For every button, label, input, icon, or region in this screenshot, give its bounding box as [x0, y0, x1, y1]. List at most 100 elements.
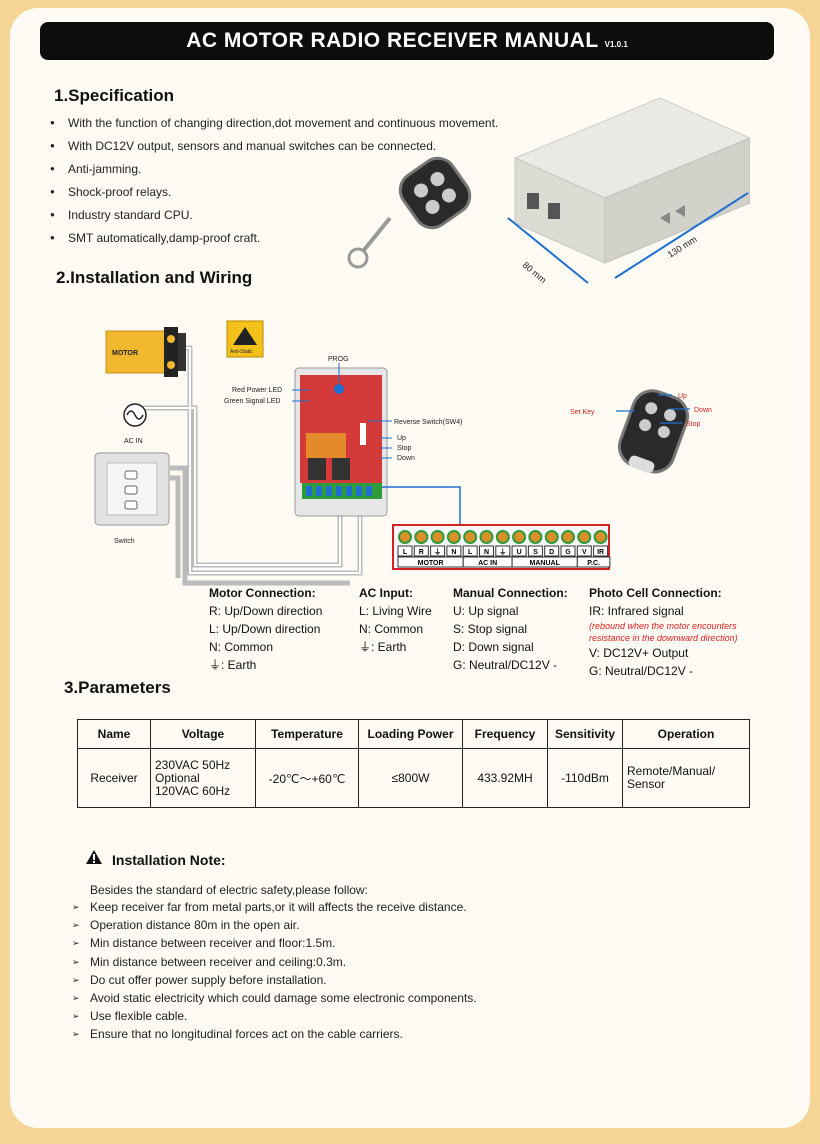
terminal-screw	[479, 530, 494, 544]
page-title: AC MOTOR RADIO RECEIVER MANUAL	[186, 29, 599, 52]
terminal-label: S	[533, 549, 538, 556]
terminal-label: N	[484, 549, 489, 556]
terminal-label: G	[565, 549, 571, 556]
voltage-line: 120VAC 60Hz	[155, 783, 231, 798]
width-dimension-label: 80 mm	[521, 260, 549, 285]
board-up-label: Up	[397, 435, 406, 442]
red-led-label: Red Power LED	[232, 387, 282, 394]
installation-heading: 2.Installation and Wiring	[56, 268, 253, 287]
product-illustration: 80 mm 130 mm	[347, 97, 750, 285]
installation-note-heading: Installation Note:	[112, 852, 226, 868]
terminal-screw	[414, 530, 429, 544]
photo-cell-line: G: Neutral/DC12V -	[589, 664, 694, 678]
note-item: Operation distance 80m in the open air.	[72, 916, 477, 934]
operation-line: Sensor	[627, 777, 666, 791]
terminal-label: R	[419, 549, 424, 556]
terminal-screw	[495, 530, 510, 544]
column-header: Temperature	[255, 719, 359, 749]
terminal-screw	[430, 530, 445, 544]
terminal-label-box	[479, 545, 494, 557]
parameters-table: Name Voltage Temperature Loading Power F…	[77, 719, 750, 808]
manual-connection-line: D: Down signal	[453, 640, 534, 654]
terminal-label-box	[446, 545, 462, 557]
motor-connection-heading: Motor Connection:	[209, 586, 316, 600]
manual-connection-line: S: Stop signal	[453, 622, 528, 636]
remote-control-image	[617, 389, 689, 474]
photo-cell-note: (rebound when the motor encounters resis…	[589, 621, 738, 643]
switch-label: Switch	[114, 538, 135, 545]
set-key-label: Set Key	[570, 409, 595, 416]
terminal-label-box	[527, 545, 543, 557]
motor-connection-line: N: Common	[209, 640, 274, 654]
anti-static-icon: Anti-Static	[226, 320, 264, 358]
cell-frequency: 433.92MH	[462, 748, 548, 808]
spec-item: With the function of changing direction,…	[50, 114, 498, 137]
table-row: Receiver 230VAC 50Hz Optional 120VAC 60H…	[77, 748, 750, 808]
spec-item: With DC12V output, sensors and manual sw…	[50, 137, 498, 160]
manual-connection-line: G: Neutral/DC12V -	[453, 658, 558, 672]
photo-cell-line: IR: Infrared signal	[589, 604, 684, 618]
terminal-group-label: MOTOR	[418, 560, 444, 567]
installation-note-intro: Besides the standard of electric safety,…	[90, 883, 368, 897]
length-dimension-line	[614, 192, 749, 279]
note-item: Min distance between receiver and ceilin…	[72, 953, 477, 971]
motor-label: MOTOR	[112, 350, 138, 357]
manual-connection: Manual Connection: U: Up signal S: Stop …	[453, 584, 568, 674]
terminal-label-box	[593, 545, 609, 557]
board-down-label: Down	[397, 455, 415, 462]
specification-list: With the function of changing direction,…	[50, 114, 498, 252]
terminal-label: ⏚	[499, 548, 506, 556]
column-header: Name	[77, 719, 151, 749]
terminal-screw	[593, 530, 608, 544]
ac-input-line: ⏚: Earth	[359, 640, 407, 654]
table-header-row: Name Voltage Temperature Loading Power F…	[77, 719, 750, 749]
terminal-label-box	[462, 545, 478, 557]
cell-temperature: -20℃～+60℃	[255, 748, 359, 808]
spec-item: Industry standard CPU.	[50, 206, 498, 229]
cell-operation: Remote/Manual/ Sensor	[622, 748, 750, 808]
terminal-label-box	[576, 545, 592, 557]
installation-note-list: Keep receiver far from metal parts,or it…	[72, 898, 477, 1044]
motor-connection-line: R: Up/Down direction	[209, 604, 323, 618]
terminal-label-box	[397, 545, 413, 557]
terminal-group-label: MANUAL	[530, 560, 561, 567]
terminal-screw	[544, 530, 559, 544]
keychain-remote-image	[347, 156, 472, 269]
terminal-label-box	[560, 545, 576, 557]
terminal-label: L	[403, 549, 408, 556]
motor-connection-line: ⏚: Earth	[209, 658, 257, 672]
photo-cell-line: V: DC12V+ Output	[589, 646, 689, 660]
terminal-screw	[528, 530, 543, 544]
note-item: Avoid static electricity which could dam…	[72, 989, 477, 1007]
column-header: Loading Power	[358, 719, 463, 749]
remote-stop-label: Stop	[686, 421, 701, 428]
column-header: Voltage	[150, 719, 256, 749]
terminal-screw	[446, 530, 461, 544]
motor-connection-line: L: Up/Down direction	[209, 622, 321, 636]
version-label: V1.0.1	[604, 40, 628, 49]
width-dimension-line	[507, 217, 589, 284]
terminal-label: L	[468, 549, 473, 556]
cell-name: Receiver	[77, 748, 151, 808]
terminal-label: V	[582, 549, 587, 556]
ac-input-heading: AC Input:	[359, 586, 413, 600]
remote-down-label: Down	[694, 407, 712, 414]
cell-power: ≤800W	[358, 748, 463, 808]
terminal-label-box	[511, 545, 527, 557]
ac-input-connection: AC Input: L: Living Wire N: Common ⏚: Ea…	[359, 584, 432, 656]
terminal-label: D	[549, 549, 554, 556]
note-item: Do cut offer power supply before install…	[72, 971, 477, 989]
operation-line: Remote/Manual/	[627, 764, 716, 778]
board-stop-label: Stop	[397, 445, 412, 452]
header-bar: AC MOTOR RADIO RECEIVER MANUAL V1.0.1	[40, 22, 774, 60]
terminal-label-box	[544, 545, 560, 557]
terminal-label-box	[430, 545, 446, 557]
terminal-screw	[463, 530, 478, 544]
cell-voltage: 230VAC 50Hz Optional 120VAC 60Hz	[150, 748, 256, 808]
prog-label: PROG	[328, 356, 349, 363]
spec-item: SMT automatically,damp-proof craft.	[50, 229, 498, 252]
receiver-box-image	[513, 97, 750, 264]
terminal-label: ⏚	[434, 548, 441, 556]
photo-cell-heading: Photo Cell Connection:	[589, 586, 722, 600]
